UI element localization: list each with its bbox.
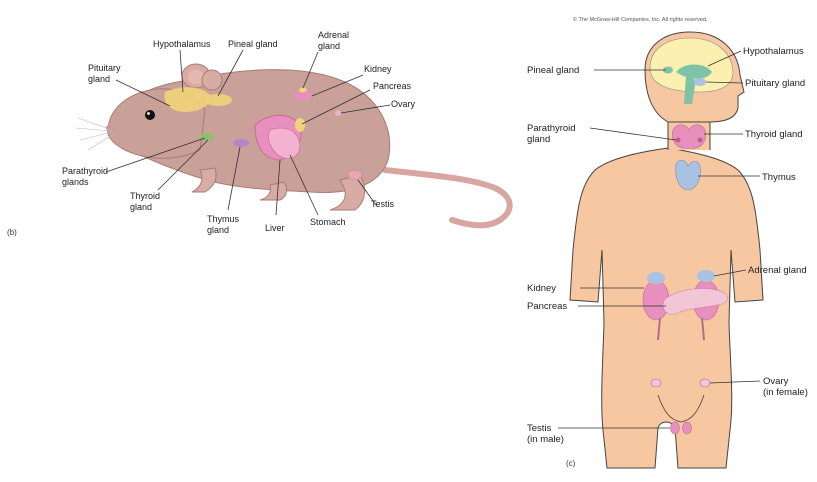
rat-label-stomach: Stomach <box>310 217 346 227</box>
rat-tail <box>385 170 510 225</box>
human-testis-right <box>683 422 692 434</box>
rat-label-thyroid-line2: gland <box>130 202 152 212</box>
panel-label-c: (c) <box>566 459 576 468</box>
rat-label-kidney: Kidney <box>364 64 392 74</box>
human-label-testis-line2: (in male) <box>527 434 564 445</box>
rat-label-hypothalamus: Hypothalamus <box>153 39 211 49</box>
human-label-parathyroid-line2: gland <box>527 134 550 145</box>
rat-thyroid-gland <box>200 133 214 141</box>
rat-label-parathyroid-line2: glands <box>62 177 89 187</box>
rat-label-thyroid-line1: Thyroid <box>130 191 160 201</box>
human-label-ovary-line1: Ovary <box>763 376 789 387</box>
human-testis-left <box>671 422 680 434</box>
panel-label-b: (b) <box>7 228 17 237</box>
rat-label-thymus-line2: gland <box>207 225 229 235</box>
human-label-adrenal-gland: Adrenal gland <box>748 265 807 276</box>
rat-figure: Hypothalamus Pineal gland Adrenal gland … <box>7 30 510 237</box>
rat-pancreas <box>295 118 305 132</box>
rat-label-adrenal-line2: gland <box>318 41 340 51</box>
human-parathyroid-gland <box>698 138 703 143</box>
human-label-testis-line1: Testis <box>527 423 552 434</box>
rat-label-pancreas: Pancreas <box>373 81 412 91</box>
human-ovary-left <box>651 379 661 387</box>
rat-label-thymus-line1: Thymus <box>207 214 240 224</box>
human-pituitary-gland <box>694 78 706 86</box>
rat-ear-inner <box>188 70 204 84</box>
copyright-notice: © The McGraw-Hill Companies, Inc. All ri… <box>573 16 708 23</box>
human-label-thyroid-gland: Thyroid gland <box>745 129 803 140</box>
human-label-kidney: Kidney <box>527 283 556 294</box>
rat-label-testis: Testis <box>371 199 395 209</box>
human-parathyroid-gland <box>676 138 681 143</box>
rat-thymus-gland <box>233 139 249 147</box>
human-adrenal-right <box>697 270 715 282</box>
rat-label-ovary: Ovary <box>391 99 416 109</box>
human-label-hypothalamus: Hypothalamus <box>743 46 804 57</box>
human-ovary-right <box>700 379 710 387</box>
human-label-pineal-gland: Pineal gland <box>527 65 579 76</box>
human-label-pancreas: Pancreas <box>527 301 567 312</box>
human-label-parathyroid-line1: Parathyroid <box>527 123 576 134</box>
rat-ovary <box>335 110 341 116</box>
rat-label-pineal-gland: Pineal gland <box>228 39 278 49</box>
human-label-pituitary-gland: Pituitary gland <box>745 78 805 89</box>
human-label-thymus: Thymus <box>762 172 796 183</box>
rat-label-liver: Liver <box>265 223 285 233</box>
rat-testis <box>348 170 362 180</box>
rat-eye-highlight <box>147 112 150 115</box>
human-adrenal-left <box>647 272 665 284</box>
human-label-ovary-line2: (in female) <box>763 387 808 398</box>
human-figure: © The McGraw-Hill Companies, Inc. All ri… <box>527 16 808 468</box>
rat-label-adrenal-line1: Adrenal <box>318 30 349 40</box>
rat-label-pituitary-line2: gland <box>88 74 110 84</box>
rat-label-pituitary-line1: Pituitary <box>88 63 121 73</box>
rat-label-parathyroid-line1: Parathyroid <box>62 166 108 176</box>
rat-ear <box>202 70 222 90</box>
rat-adrenal-gland <box>299 88 307 93</box>
rat-eye <box>145 110 155 120</box>
